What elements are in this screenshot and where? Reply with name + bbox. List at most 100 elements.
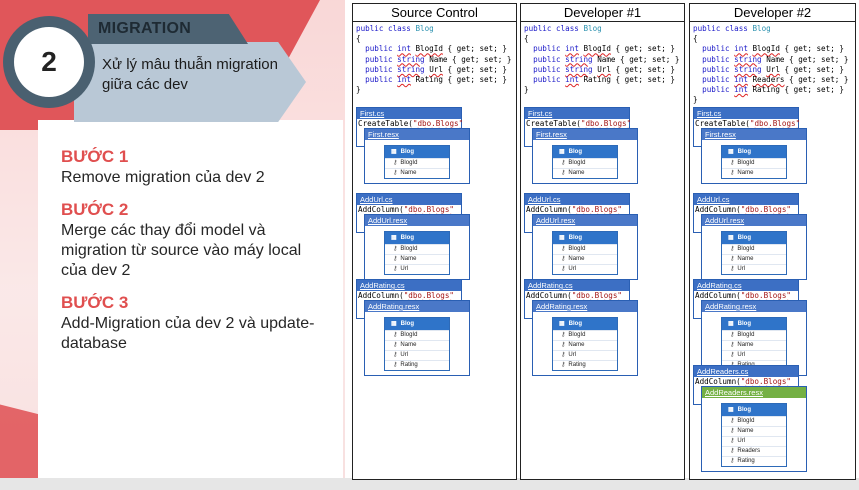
file-tab: AddUrl.cs bbox=[694, 194, 798, 205]
file-tab: First.cs bbox=[525, 108, 629, 119]
code-line: public class Blog bbox=[524, 24, 684, 34]
keyword: class bbox=[725, 24, 753, 33]
property-name: Url bbox=[597, 64, 611, 74]
migration-resx-file: AddUrl.resxBlogBlogIdNameUrl bbox=[532, 214, 638, 280]
entity-diagram: BlogBlogIdName bbox=[552, 145, 618, 179]
class-code: public class Blog{ public int BlogId { g… bbox=[521, 22, 684, 95]
code-line: AddColumn("dbo.Blogs" bbox=[358, 291, 455, 300]
entity-field: BlogId bbox=[385, 244, 449, 254]
string-literal: "dbo.Blogs" bbox=[571, 205, 623, 214]
property-name: Name bbox=[597, 54, 616, 64]
type-name: Blog bbox=[752, 24, 771, 33]
entity-field: BlogId bbox=[385, 330, 449, 340]
entity-name: Blog bbox=[553, 232, 617, 244]
entity-field: BlogId bbox=[553, 158, 617, 168]
type-name: Blog bbox=[415, 24, 434, 33]
step-title: BƯỚC 3 bbox=[61, 293, 129, 312]
step-text: Remove migration của dev 2 bbox=[61, 169, 265, 186]
step-3: BƯỚC 3 Add-Migration của dev 2 và update… bbox=[61, 292, 331, 354]
keyword: public bbox=[693, 24, 726, 33]
string-literal: "dbo.Blogs" bbox=[740, 291, 792, 300]
entity-name: Blog bbox=[385, 232, 449, 244]
step-2: BƯỚC 2 Merge các thay đổi model và migra… bbox=[61, 199, 331, 281]
accessor: { get; set; } bbox=[442, 64, 507, 74]
entity-field: BlogId bbox=[385, 158, 449, 168]
code-line: public string Name { get; set; } bbox=[693, 55, 855, 65]
migration-resx-file: AddUrl.resxBlogBlogIdNameUrl bbox=[364, 214, 470, 280]
entity-diagram: BlogBlogIdNameUrl bbox=[721, 231, 787, 275]
code-line: { bbox=[693, 34, 698, 44]
migration-resx-file: First.resxBlogBlogIdName bbox=[701, 128, 807, 184]
entity-diagram: BlogBlogIdNameUrl bbox=[384, 231, 450, 275]
keyword: public bbox=[533, 75, 566, 85]
entity-name: Blog bbox=[385, 318, 449, 330]
section-label: MIGRATION bbox=[98, 20, 192, 37]
entity-diagram: BlogBlogIdNameUrlReadersRating bbox=[721, 403, 787, 467]
keyword: public bbox=[702, 54, 735, 64]
entity-field: Url bbox=[722, 350, 786, 360]
step-title: BƯỚC 2 bbox=[61, 200, 129, 219]
step-1: BƯỚC 1 Remove migration của dev 2 bbox=[61, 146, 331, 188]
code-line: AddColumn("dbo.Blogs" bbox=[526, 205, 623, 214]
keyword: public bbox=[702, 75, 735, 85]
step-title: BƯỚC 1 bbox=[61, 147, 129, 166]
property-name: BlogId bbox=[752, 44, 780, 54]
string-literal: "dbo.Blogs" bbox=[740, 205, 792, 214]
steps-list: BƯỚC 1 Remove migration của dev 2 BƯỚC 2… bbox=[61, 146, 331, 365]
code-line: AddColumn("dbo.Blogs" bbox=[526, 291, 623, 300]
keyword: public bbox=[365, 64, 398, 74]
code-line: public string Name { get; set; } bbox=[524, 55, 684, 65]
keyword: public bbox=[702, 85, 735, 95]
code-line: AddColumn("dbo.Blogs" bbox=[695, 377, 792, 386]
entity-field: Url bbox=[722, 264, 786, 274]
keyword: int bbox=[397, 44, 411, 54]
code-line: } bbox=[693, 95, 698, 105]
entity-name: Blog bbox=[553, 146, 617, 158]
keyword: string bbox=[397, 54, 425, 64]
string-literal: "dbo.Blogs" bbox=[749, 119, 801, 128]
accessor: { get; set; } bbox=[784, 75, 849, 85]
property-name: Name bbox=[429, 54, 448, 64]
accessor: { get; set; } bbox=[610, 64, 675, 74]
migration-resx-file: First.resxBlogBlogIdName bbox=[532, 128, 638, 184]
string-literal: "dbo.Blogs" bbox=[580, 119, 632, 128]
property-name: Url bbox=[766, 64, 780, 74]
code-line: CreateTable("dbo.Blogs" bbox=[695, 119, 801, 128]
keyword: public bbox=[533, 44, 566, 54]
entity-field: Name bbox=[722, 340, 786, 350]
code-line: public class Blog bbox=[693, 24, 855, 34]
keyword: int bbox=[565, 75, 579, 85]
entity-name: Blog bbox=[722, 404, 786, 416]
code-line: { bbox=[524, 34, 529, 44]
entity-name: Blog bbox=[722, 318, 786, 330]
migration-resx-file: AddReaders.resxBlogBlogIdNameUrlReadersR… bbox=[701, 386, 807, 472]
file-tab: First.resx bbox=[702, 129, 806, 140]
file-tab: AddRating.cs bbox=[357, 280, 461, 291]
keyword: string bbox=[397, 64, 425, 74]
file-tab: First.resx bbox=[365, 129, 469, 140]
entity-field: Readers bbox=[722, 446, 786, 456]
entity-diagram: BlogBlogIdNameUrlRating bbox=[384, 317, 450, 371]
migration-resx-file: AddRating.resxBlogBlogIdNameUrlRating bbox=[364, 300, 470, 376]
column-title: Developer #2 bbox=[690, 4, 855, 22]
keyword: public bbox=[524, 24, 557, 33]
keyword: int bbox=[397, 75, 411, 85]
entity-field: Rating bbox=[385, 360, 449, 370]
code-line: AddColumn("dbo.Blogs" bbox=[358, 205, 455, 214]
keyword: string bbox=[565, 54, 593, 64]
steps-card bbox=[38, 120, 343, 490]
property-name: Rating bbox=[752, 85, 780, 95]
string-literal: "dbo.Blogs" bbox=[403, 205, 455, 214]
number-badge: 2 bbox=[14, 27, 84, 97]
class-code: public class Blog{ public int BlogId { g… bbox=[353, 22, 516, 95]
column-title: Developer #1 bbox=[521, 4, 684, 22]
entity-field: Name bbox=[553, 168, 617, 178]
file-tab: AddReaders.resx bbox=[702, 387, 806, 398]
property-name: Name bbox=[766, 54, 785, 64]
keyword: int bbox=[565, 44, 579, 54]
entity-field: BlogId bbox=[722, 158, 786, 168]
property-name: Readers bbox=[752, 75, 785, 85]
property-name: Rating bbox=[415, 75, 443, 85]
string-literal: "dbo.Blogs" bbox=[571, 291, 623, 300]
